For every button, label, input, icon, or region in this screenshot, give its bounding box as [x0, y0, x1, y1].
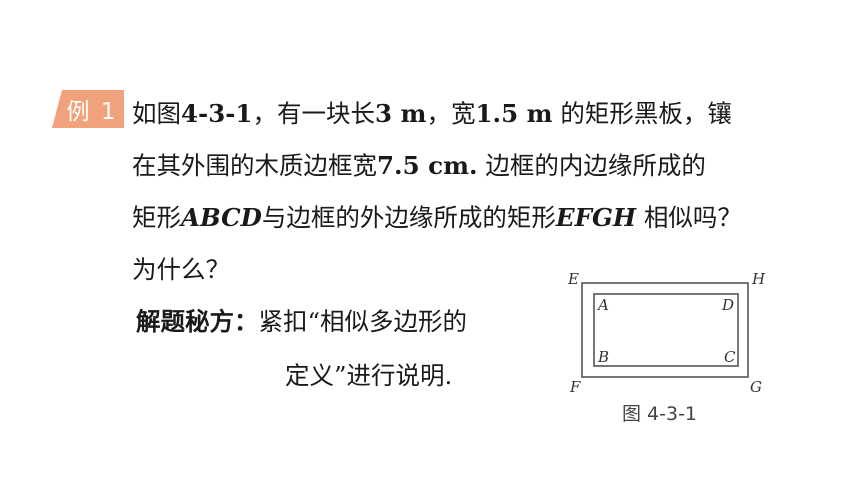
label-G: G: [750, 378, 762, 396]
example-badge: 例 1: [52, 90, 126, 128]
tip-label: 解题秘方：: [136, 307, 259, 336]
tip-text: 紧扣“相似多边形的: [258, 307, 468, 336]
label-E: E: [567, 270, 579, 288]
label-C: C: [724, 348, 736, 366]
text: 矩形: [132, 203, 181, 232]
problem-line-3: 矩形ABCD与边框的外边缘所成的矩形EFGH 相似吗？: [132, 192, 742, 244]
outer-rectangle: [581, 282, 749, 378]
text: 在其外围的木质边框宽: [132, 151, 377, 180]
figure-caption: 图 4-3-1: [622, 403, 697, 425]
length-value: 3 m: [374, 99, 427, 128]
solution-tip-continued: 定义”进行说明.: [285, 361, 453, 390]
inner-rect-name: ABCD: [181, 203, 262, 232]
width-value: 1.5 m: [475, 99, 553, 128]
label-H: H: [751, 270, 766, 288]
frame-width-value: 7.5 cm.: [377, 151, 478, 180]
problem-line-1: 如图4-3-1，有一块长3 m，宽1.5 m 的矩形黑板，镶: [132, 88, 732, 140]
solution-tip: 解题秘方：紧扣“相似多边形的: [136, 296, 467, 348]
text: 边框的内边缘所成的: [477, 151, 706, 180]
text: ，有一块长: [252, 99, 375, 128]
label-D: D: [721, 296, 734, 314]
badge-label: 例 1: [66, 99, 118, 125]
label-B: B: [597, 348, 609, 366]
text: ，宽: [426, 99, 476, 128]
problem-line-4: 为什么？: [132, 255, 230, 284]
label-F: F: [569, 378, 581, 396]
figure-4-3-1: E H F G A D B C 图 4-3-1: [560, 262, 780, 446]
text: 与边框的外边缘所成的矩形: [261, 203, 556, 232]
rectangle-diagram: E H F G A D B C 图 4-3-1: [567, 270, 766, 425]
inner-rectangle: [593, 293, 739, 367]
badge-shape: [52, 90, 124, 128]
label-A: A: [596, 296, 609, 314]
text: 如图: [132, 99, 181, 128]
figure-ref: 4-3-1: [181, 99, 253, 128]
outer-rect-name: EFGH: [555, 203, 637, 232]
problem-line-2: 在其外围的木质边框宽7.5 cm. 边框的内边缘所成的: [132, 140, 706, 192]
text: 相似吗？: [636, 203, 742, 232]
text: 的矩形黑板，镶: [552, 99, 732, 128]
